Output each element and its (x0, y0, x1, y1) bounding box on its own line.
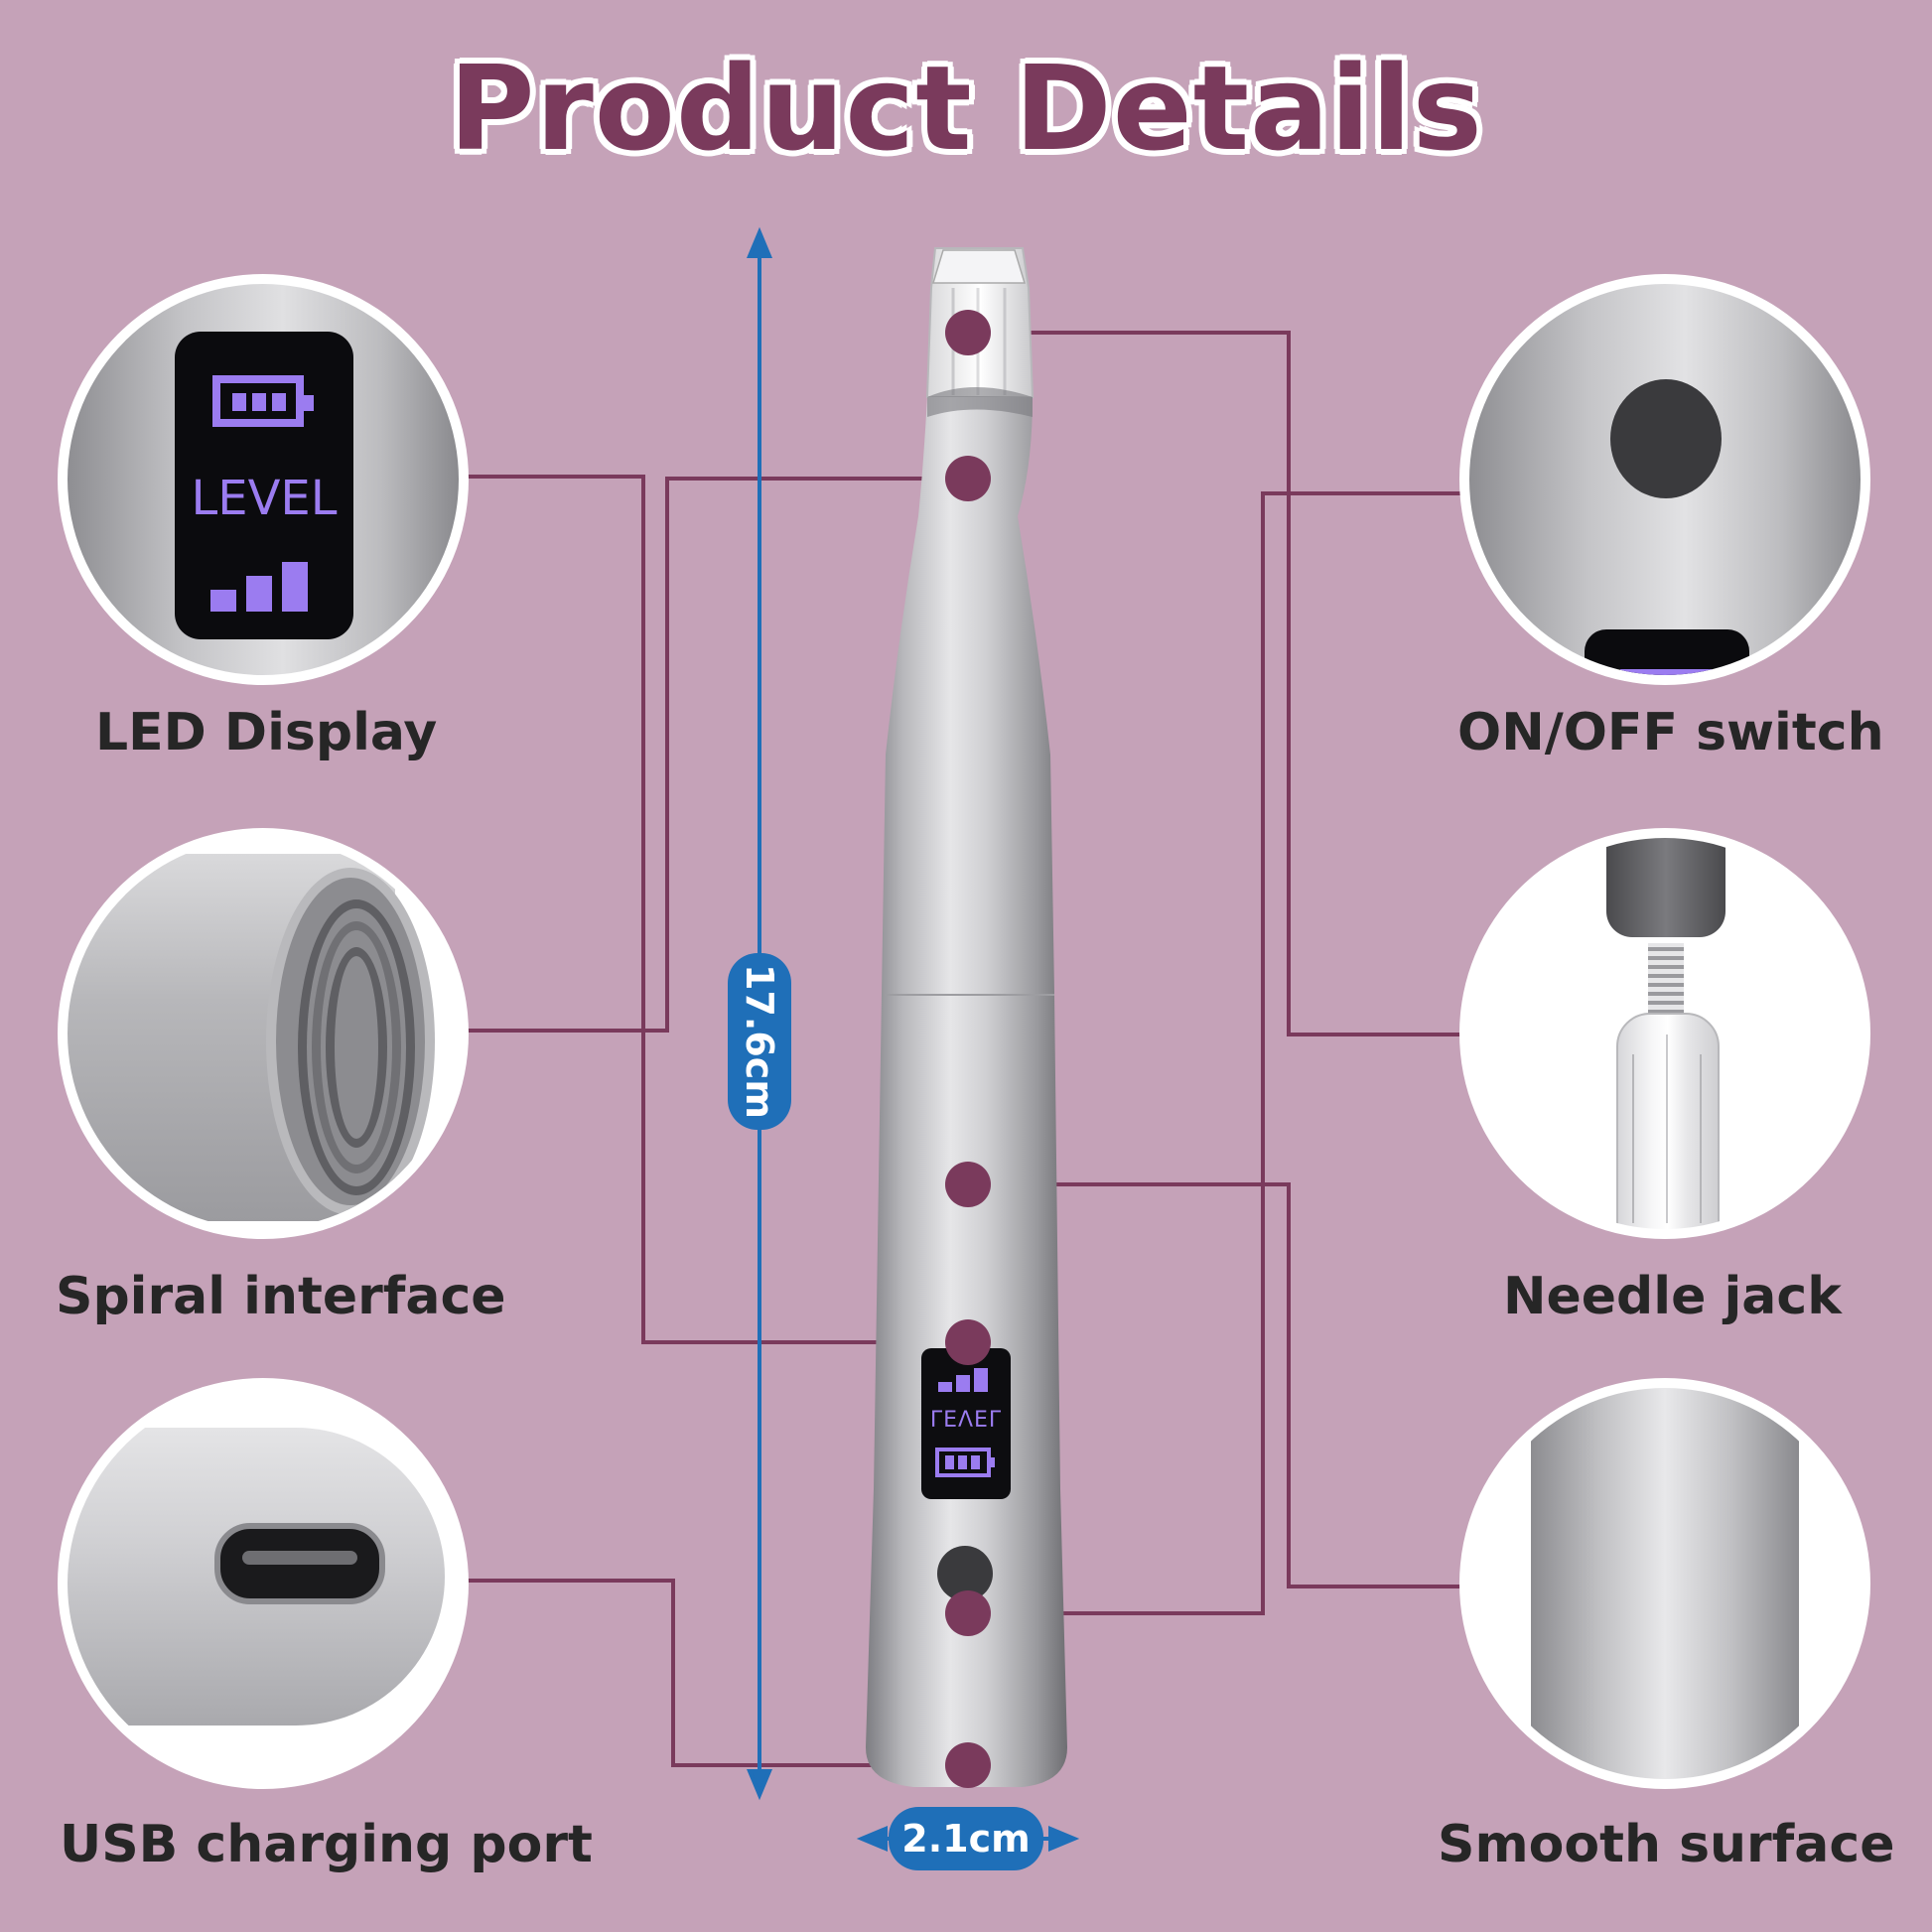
led-screen: LEVEL (175, 332, 353, 639)
length-badge: 17.6cm (728, 953, 791, 1130)
smooth-surface-label: Smooth surface (1438, 1815, 1895, 1874)
usb-c-port (214, 1523, 385, 1604)
spiral-interface-label: Spiral interface (56, 1267, 506, 1326)
spiral-opening (266, 868, 435, 1215)
usb-port-label: USB charging port (60, 1815, 593, 1874)
level-text: LEVEL (191, 471, 338, 526)
led-display-circle: LEVEL (58, 274, 469, 685)
needle-cartridge (1616, 1013, 1720, 1229)
pen-device (866, 247, 1067, 1787)
led-display-label: LED Display (95, 703, 438, 762)
on-off-switch-circle (1459, 274, 1870, 685)
page-title: Product Details (449, 40, 1483, 177)
on-off-switch-label: ON/OFF switch (1457, 703, 1884, 762)
battery-icon (212, 375, 314, 427)
smooth-surface-circle (1459, 1378, 1870, 1789)
diameter-badge: 2.1cm (889, 1807, 1043, 1870)
needle-jack-circle (1459, 828, 1870, 1239)
pen-display-text: ΓΕΛΕΓ (929, 1408, 1003, 1433)
connector-lines (467, 331, 1465, 1767)
spiral-interface-circle (58, 828, 469, 1239)
usb-port-circle (58, 1378, 469, 1789)
smooth-cylinder (1531, 1388, 1799, 1779)
pen-tip (1606, 838, 1725, 937)
power-button (1610, 379, 1722, 498)
needle-jack-label: Needle jack (1503, 1267, 1842, 1326)
needle-spring (1648, 943, 1684, 1023)
screen-edge (1585, 629, 1749, 675)
signal-bars-icon (210, 552, 330, 612)
length-text: 17.6cm (738, 964, 781, 1119)
connector-dots (945, 310, 991, 1788)
